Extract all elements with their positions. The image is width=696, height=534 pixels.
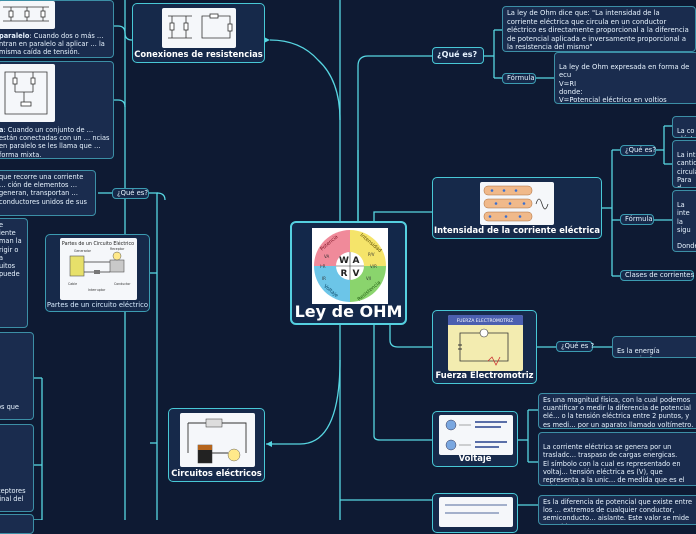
circuit-definition-box: que recorre una corriente … ción de elem… [0,170,96,216]
list-line: iente [0,229,16,238]
intensity-box-2: La int cantid circula Para d su un [672,140,696,188]
emf-definition-box: Es la energía proveniente medio o dispos… [612,336,696,358]
tag-clases-corrientes[interactable]: Clases de corrientes [620,270,694,281]
intensity-text-1: La co eléctr [677,127,696,137]
tag-label: ¿Qué es? [117,189,148,197]
svg-text:IR: IR [322,276,326,281]
parts-label: Receptor [110,247,125,251]
svg-text:I²R: I²R [320,264,326,269]
list-line: a [0,254,23,262]
voltage-image [439,415,513,455]
bottom-topic-image [439,497,513,527]
parts-label: Cable [68,282,77,286]
current-intensity-image [480,182,554,225]
tag-label: Clases de corrientes [625,271,695,279]
list-line: rigir o [0,245,19,254]
parallel-label: paralelo [0,32,30,40]
wheel-v: V [353,269,360,279]
topic-voltaje[interactable]: Voltaje [432,411,518,467]
mixed-label: a [0,126,3,134]
parts-caption: Partes de un circuito eléctrico [46,301,149,309]
parts-label: Interruptor [88,288,106,292]
emf-image-title: FUERZA ELECTROMOTRIZ [457,318,514,324]
central-topic-ley-de-ohm[interactable]: W A R V Potencia Intensidad Resistencia … [290,221,407,325]
topic-intensidad-corriente[interactable]: Intensidad de la corriente eléctrica [432,177,602,239]
list-line: puede [0,270,20,279]
circuit-parts-image: Partes de un Circuito Eléctrico Generado… [60,238,137,300]
topic-title: Conexiones de resistencias [134,49,263,59]
tag-que-es-intensidad[interactable]: ¿Qué es? [620,145,656,156]
topic-conexiones-resistencias[interactable]: Conexiones de resistencias [132,3,265,63]
tag-formula[interactable]: Fórmula [502,73,536,84]
topic-title: Intensidad de la corriente eléctrica [433,225,601,235]
mixed-circuit-image [0,64,55,122]
parallel-text: : Cuando dos o más … ntran en paralelo a… [0,32,105,57]
parts-label: Conductor [114,282,131,286]
parts-label: Generador [74,249,92,253]
ohm-wheel-image: W A R V Potencia Intensidad Resistencia … [312,228,388,304]
intensity-formula-text: La inte la sigu Donde I=Inte Q= Ca t= Ti… [677,201,696,251]
tag-formula-intensidad[interactable]: Fórmula [620,214,654,225]
tag-label: ¿Qué es? [625,146,656,154]
svg-text:VA: VA [324,254,329,259]
circuit-image [180,413,255,467]
emf-image: FUERZA ELECTROMOTRIZ [448,315,523,371]
connector-lines [34,0,672,520]
ohm-definition-box: La ley de Ohm dice que: "La intensidad d… [502,6,696,52]
tag-label: Fórmula [625,215,653,223]
wheel-r: R [341,269,348,279]
topic-bottom-clipped[interactable] [432,493,518,533]
ohm-definition-text: La ley de Ohm dice que: "La intensidad d… [507,9,689,52]
tag-label: ¿Qué es ? [561,342,595,350]
question-node-que-es[interactable]: ¿Qué es? [432,47,484,64]
question-node-label: ¿Qué es? [437,50,478,59]
intensity-text-2: La int cantid circula Para d su un [677,151,696,187]
circuit-elements-list-box: e iente man la rigir o a uitos puede [0,218,28,328]
voltage-text-1: Es una magnitud física, con la cual pode… [543,396,694,429]
resistor-connections-image [162,8,236,48]
ohm-formula-box: La ley de Ohm expresada en forma de ecu … [554,52,696,104]
svg-text:P/V: P/V [368,252,375,257]
intensity-formula-box: La inte la sigu Donde I=Inte Q= Ca t= Ti… [672,190,696,252]
intensity-box-1: La co eléctr [672,116,696,138]
left-bottom-box-b: ceptores final del [0,424,34,512]
topic-title: Voltaje [458,453,492,463]
question-tag-circuit[interactable]: ¿Qué es? [112,188,149,199]
topic-title: Circuitos eléctricos [171,468,262,478]
left-bottom-text-c: final del [0,495,24,503]
voltage-box-1: Es una magnitud física, con la cual pode… [538,393,696,429]
mixed-connection-box: a: Cuando un conjunto de … están conecta… [0,61,114,159]
tag-que-es-fuerza[interactable]: ¿Qué es ? [556,341,595,352]
central-title: Ley de OHM [294,302,403,321]
bottom-definition-text: Es la diferencia de potencial que existe… [543,498,693,524]
left-bottom-box-a: os que [0,332,34,420]
circuit-definition-text: que recorre una corriente … ción de elem… [0,173,87,206]
list-line: e [0,221,23,229]
svg-text:V/R: V/R [370,264,377,269]
emf-definition-text: Es la energía proveniente medio o dispos… [617,347,660,357]
topic-partes-circuito[interactable]: Partes de un Circuito Eléctrico Generado… [45,234,150,312]
parallel-circuit-image [0,1,55,29]
ohm-formula-text: La ley de Ohm expresada en forma de ecu … [559,63,690,104]
left-bottom-text-b: ceptores [0,487,26,495]
topic-fuerza-electromotriz[interactable]: FUERZA ELECTROMOTRIZ Fuerza Electromotri… [432,310,537,384]
bottom-definition-box: Es la diferencia de potencial que existe… [538,495,696,525]
topic-circuitos-electricos[interactable]: Circuitos eléctricos [168,408,265,482]
left-bottom-text-a: os que [0,403,19,411]
list-line: uitos [0,262,16,271]
voltage-box-2: La corriente eléctrica se genera por un … [538,432,696,486]
wheel-a: A [353,256,360,266]
tag-label: Fórmula [507,74,535,82]
svg-text:V/I: V/I [366,276,371,281]
topic-title: Fuerza Electromotriz [435,370,534,380]
voltage-text-2: La corriente eléctrica se genera por un … [543,443,685,485]
left-bottom-box-c [0,514,34,534]
parts-image-title: Partes de un Circuito Eléctrico [62,240,134,247]
list-line: man la [0,237,22,246]
parallel-connection-box: paralelo: Cuando dos o más … ntran en pa… [0,0,114,58]
wheel-w: W [339,256,349,266]
mixed-text: : Cuando un conjunto de … están conectad… [0,126,110,159]
